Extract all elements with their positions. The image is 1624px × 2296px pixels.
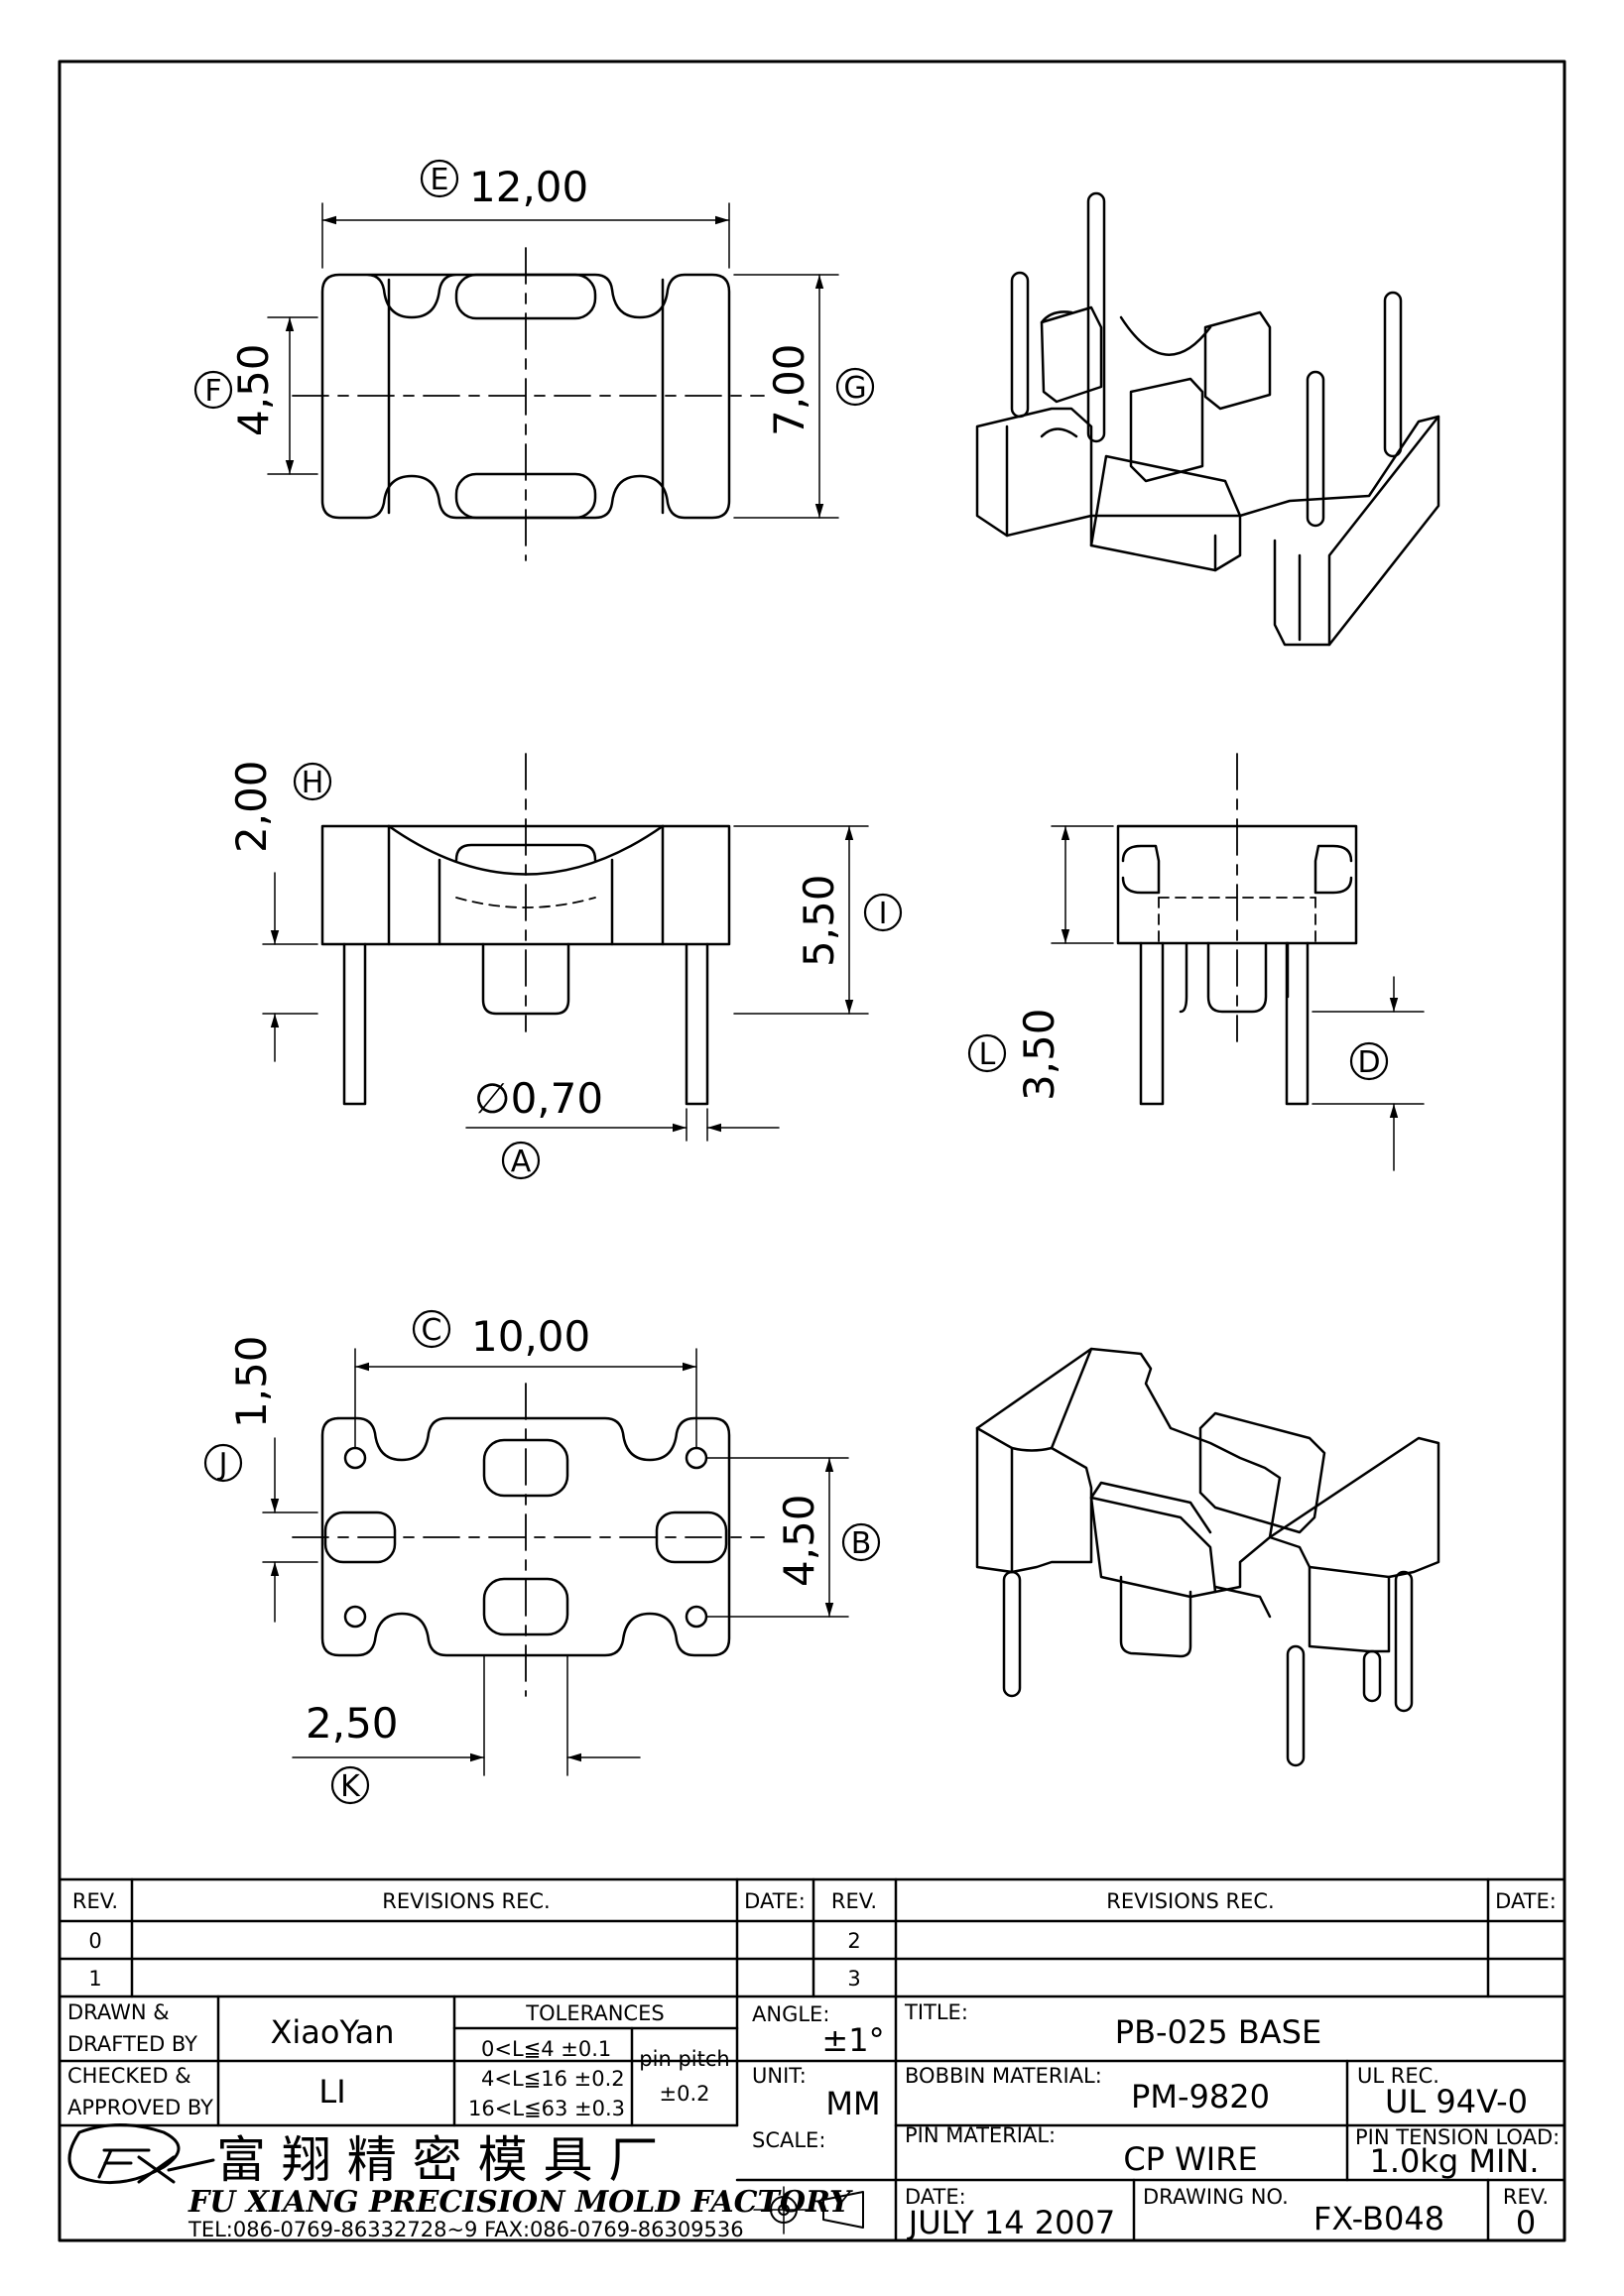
ul-label: UL REC. <box>1357 2064 1439 2088</box>
title-label: TITLE: <box>904 2000 968 2024</box>
title-value: PB-025 BASE <box>1115 2013 1321 2051</box>
tolerance-3: 16<L≦63 ±0.3 <box>468 2097 625 2120</box>
front-view <box>262 753 869 1142</box>
tag-height: I <box>879 897 888 931</box>
checked-by: LI <box>318 2073 345 2111</box>
ul-value: UL 94V-0 <box>1385 2083 1528 2120</box>
tag-center: K <box>340 1769 361 1804</box>
tension-label: PIN TENSION LOAD: <box>1355 2125 1560 2149</box>
dim-pitch-x: 10,00 <box>471 1312 590 1361</box>
circle-tags <box>193 159 1389 1805</box>
rev-label: REV. <box>1503 2185 1549 2209</box>
unit-label: UNIT: <box>752 2064 807 2088</box>
pin-pitch-label: pin pitch <box>639 2047 729 2071</box>
drawn-label-1: DRAWN & <box>67 2000 170 2024</box>
rev-row-3: 3 <box>847 1967 860 1991</box>
dim-width: 12,00 <box>469 163 588 211</box>
tag-width: E <box>431 163 449 197</box>
pin-material-value: CP WIRE <box>1123 2140 1257 2178</box>
tag-arc: H <box>302 766 324 800</box>
dim-pitch-y: 4,50 <box>775 1494 823 1587</box>
tag-depth: G <box>843 371 866 406</box>
dim-slot: 4,50 <box>229 343 278 436</box>
date-header-left: DATE: <box>744 1889 806 1913</box>
dim-center: 2,50 <box>306 1699 399 1748</box>
tag-pin-end: D <box>1357 1045 1380 1080</box>
unit-value: MM <box>825 2085 880 2122</box>
tag-pitch-y: B <box>851 1526 872 1561</box>
tag-pin: A <box>511 1145 532 1179</box>
rev-row-0: 0 <box>88 1929 101 1953</box>
rev-value: 0 <box>1516 2204 1536 2241</box>
tolerance-1: 0<L≦4 ±0.1 <box>481 2037 611 2061</box>
bobbin-value: PM-9820 <box>1131 2078 1270 2115</box>
dim-depth: 7,00 <box>765 343 813 436</box>
dim-pin-length: 3,50 <box>1015 1008 1063 1101</box>
drawn-by: XiaoYan <box>270 2013 394 2051</box>
checked-label-2: APPROVED BY <box>67 2096 213 2119</box>
rev-header-left: REV. <box>72 1889 118 1913</box>
bottom-view <box>262 1348 849 1776</box>
date-value: JULY 14 2007 <box>907 2204 1115 2241</box>
drawn-label-2: DRAFTED BY <box>67 2032 197 2056</box>
revisions-header-right: REVISIONS REC. <box>1106 1889 1274 1913</box>
tolerances-label: TOLERANCES <box>525 2001 664 2025</box>
angle-value: ±1° <box>821 2021 884 2059</box>
date-header-right: DATE: <box>1495 1889 1557 1913</box>
pin-pitch-value: ±0.2 <box>660 2082 710 2106</box>
top-view <box>267 202 839 561</box>
dim-pin: ∅0,70 <box>474 1074 603 1123</box>
company-name-en: FU XIANG PRECISION MOLD FACTORY <box>187 2185 853 2220</box>
fx-logo <box>67 2123 215 2185</box>
iso-view-top <box>975 191 1440 647</box>
dim-arc: 2,00 <box>227 760 276 853</box>
rev-header-right: REV. <box>831 1889 877 1913</box>
angle-label: ANGLE: <box>752 2002 829 2026</box>
rev-row-1: 1 <box>88 1967 101 1991</box>
tag-slot: F <box>204 374 221 409</box>
drawing-no-label: DRAWING NO. <box>1143 2185 1289 2209</box>
dim-height: 5,50 <box>795 874 843 967</box>
projection-symbol <box>753 2186 864 2235</box>
sheet-border <box>58 60 1566 2242</box>
bobbin-label: BOBBIN MATERIAL: <box>905 2064 1102 2088</box>
tension-value: 1.0kg MIN. <box>1369 2142 1539 2180</box>
dim-offset: 1,50 <box>227 1335 276 1428</box>
iso-view-bottom <box>975 1347 1440 1767</box>
side-view <box>1051 753 1425 1171</box>
pin-material-label: PIN MATERIAL: <box>905 2123 1056 2147</box>
rev-row-2: 2 <box>847 1929 860 1953</box>
revisions-header-left: REVISIONS REC. <box>382 1889 550 1913</box>
company-contact: TEL:086-0769-86332728~9 FAX:086-0769-863… <box>187 2218 744 2241</box>
company-name-cn: 富 翔 精 密 模 具 厂 <box>216 2131 658 2189</box>
tag-pin-length: L <box>979 1037 996 1072</box>
tag-offset: J <box>217 1447 228 1482</box>
tag-pitch-x: C <box>422 1313 442 1348</box>
drawing-no-value: FX-B048 <box>1313 2200 1444 2237</box>
scale-label: SCALE: <box>752 2128 825 2152</box>
date-label: DATE: <box>905 2185 966 2209</box>
title-block-grid <box>58 1877 1566 2242</box>
tolerance-2: 4<L≦16 ±0.2 <box>481 2067 625 2091</box>
checked-label-1: CHECKED & <box>67 2064 191 2088</box>
